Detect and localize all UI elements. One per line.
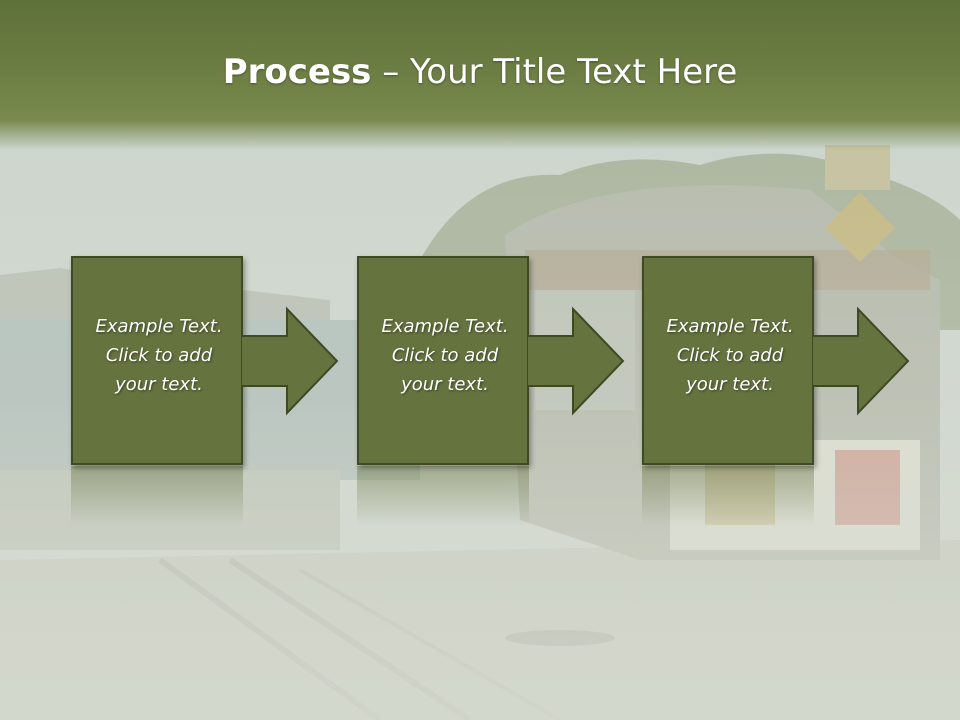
step-reflection — [71, 466, 243, 526]
arrow-right-icon — [812, 306, 910, 416]
step-text-line: Example Text. — [95, 316, 223, 337]
title-bold-text: Process — [222, 52, 372, 92]
step-reflection — [642, 466, 814, 526]
arrow-right-icon — [241, 306, 339, 416]
arrow-right-icon — [527, 306, 625, 416]
step-box[interactable]: Example Text. Click to add your text. — [357, 256, 529, 465]
step-text-line: Click to add — [676, 345, 784, 366]
step-text[interactable]: Example Text. Click to add your text. — [359, 312, 531, 399]
step-text[interactable]: Example Text. Click to add your text. — [644, 312, 816, 399]
title-bar — [0, 0, 960, 150]
step-text-line: your text. — [686, 374, 774, 395]
step-text-line: Click to add — [391, 345, 499, 366]
step-text-line: Example Text. — [381, 316, 509, 337]
slide-title[interactable]: Process – Your Title Text Here — [0, 52, 960, 92]
step-text-line: Click to add — [105, 345, 213, 366]
step-text[interactable]: Example Text. Click to add your text. — [73, 312, 245, 399]
step-box[interactable]: Example Text. Click to add your text. — [642, 256, 814, 465]
step-box[interactable]: Example Text. Click to add your text. — [71, 256, 243, 465]
step-text-line: your text. — [115, 374, 203, 395]
step-text-line: Example Text. — [666, 316, 794, 337]
step-reflection — [357, 466, 529, 526]
title-rest-text: – Your Title Text Here — [371, 52, 738, 92]
step-text-line: your text. — [401, 374, 489, 395]
